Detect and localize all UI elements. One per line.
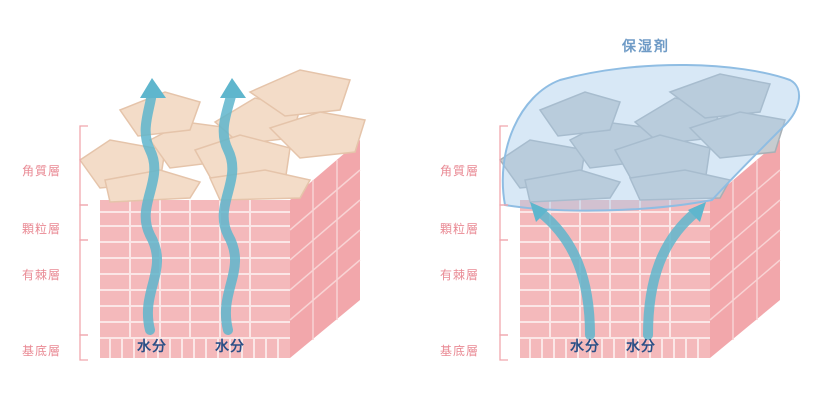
left-label-stratum-basale: 基底層 bbox=[22, 344, 62, 358]
right-arrowhead-1 bbox=[530, 202, 548, 222]
left-arrowhead-2 bbox=[220, 78, 246, 98]
right-cell-grid bbox=[520, 200, 710, 339]
left-label-stratum-corneum: 角質層 bbox=[22, 164, 62, 178]
right-side-face bbox=[710, 140, 780, 358]
left-cell-grid bbox=[100, 200, 290, 339]
right-water-arrows bbox=[535, 207, 701, 340]
left-label-stratum-granulosum: 顆粒層 bbox=[22, 222, 62, 236]
right-water-label-1: 水分 bbox=[570, 339, 600, 355]
left-stratum-corneum bbox=[78, 69, 366, 203]
left-arrowhead-1 bbox=[140, 78, 166, 98]
left-bracket bbox=[79, 125, 88, 361]
right-water-label-2: 水分 bbox=[626, 339, 656, 355]
left-arrow-2 bbox=[218, 87, 241, 335]
left-water-label-1: 水分 bbox=[137, 339, 167, 355]
left-water-arrows bbox=[140, 87, 241, 335]
moisturizer-label: 保湿剤 bbox=[622, 39, 670, 55]
right-basal-cells bbox=[529, 338, 699, 358]
left-arrow-1 bbox=[140, 87, 163, 335]
left-side-grid bbox=[289, 160, 361, 340]
right-stratum-corneum bbox=[498, 73, 786, 203]
left-label-stratum-spinosum: 有棘層 bbox=[22, 268, 62, 282]
left-basal-cells bbox=[109, 338, 279, 358]
right-label-stratum-basale: 基底層 bbox=[440, 344, 480, 358]
left-skin-block bbox=[78, 69, 366, 361]
right-skin-block bbox=[498, 64, 800, 361]
right-arrow-2 bbox=[643, 207, 701, 340]
left-front-face bbox=[100, 200, 290, 358]
right-arrow-1 bbox=[535, 207, 595, 340]
right-label-stratum-spinosum: 有棘層 bbox=[440, 268, 480, 282]
right-bracket bbox=[499, 125, 508, 361]
left-side-face bbox=[290, 140, 360, 358]
right-side-grid bbox=[709, 160, 781, 340]
right-arrowhead-2 bbox=[688, 202, 706, 222]
left-water-label-2: 水分 bbox=[215, 339, 245, 355]
moisturizer-film bbox=[501, 64, 800, 212]
right-label-stratum-corneum: 角質層 bbox=[440, 164, 480, 178]
right-label-stratum-granulosum: 顆粒層 bbox=[440, 222, 480, 236]
